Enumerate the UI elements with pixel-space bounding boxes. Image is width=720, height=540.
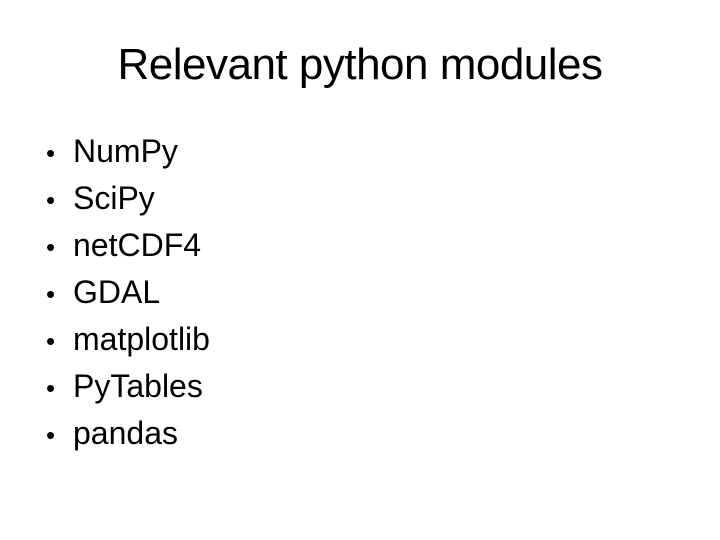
- bullet-icon: •: [46, 185, 56, 215]
- bullet-label: GDAL: [73, 274, 161, 310]
- bullet-label: NumPy: [73, 133, 178, 169]
- bullet-icon: •: [46, 373, 56, 403]
- bullet-list: • NumPy • SciPy • netCDF4 • GDAL • matpl…: [46, 129, 210, 458]
- bullet-item: • GDAL: [46, 270, 210, 317]
- bullet-item: • netCDF4: [46, 223, 210, 270]
- bullet-icon: •: [46, 326, 56, 356]
- bullet-label: pandas: [73, 415, 178, 451]
- bullet-label: matplotlib: [73, 321, 210, 357]
- bullet-icon: •: [46, 232, 56, 262]
- bullet-item: • SciPy: [46, 176, 210, 223]
- bullet-label: PyTables: [73, 368, 203, 404]
- slide-title: Relevant python modules: [117, 40, 603, 89]
- bullet-label: netCDF4: [73, 227, 202, 263]
- bullet-item: • pandas: [46, 411, 210, 458]
- bullet-icon: •: [46, 420, 56, 450]
- bullet-label: SciPy: [73, 180, 155, 216]
- bullet-icon: •: [46, 138, 56, 168]
- bullet-item: • PyTables: [46, 364, 210, 411]
- bullet-item: • NumPy: [46, 129, 210, 176]
- bullet-item: • matplotlib: [46, 317, 210, 364]
- bullet-icon: •: [46, 279, 56, 309]
